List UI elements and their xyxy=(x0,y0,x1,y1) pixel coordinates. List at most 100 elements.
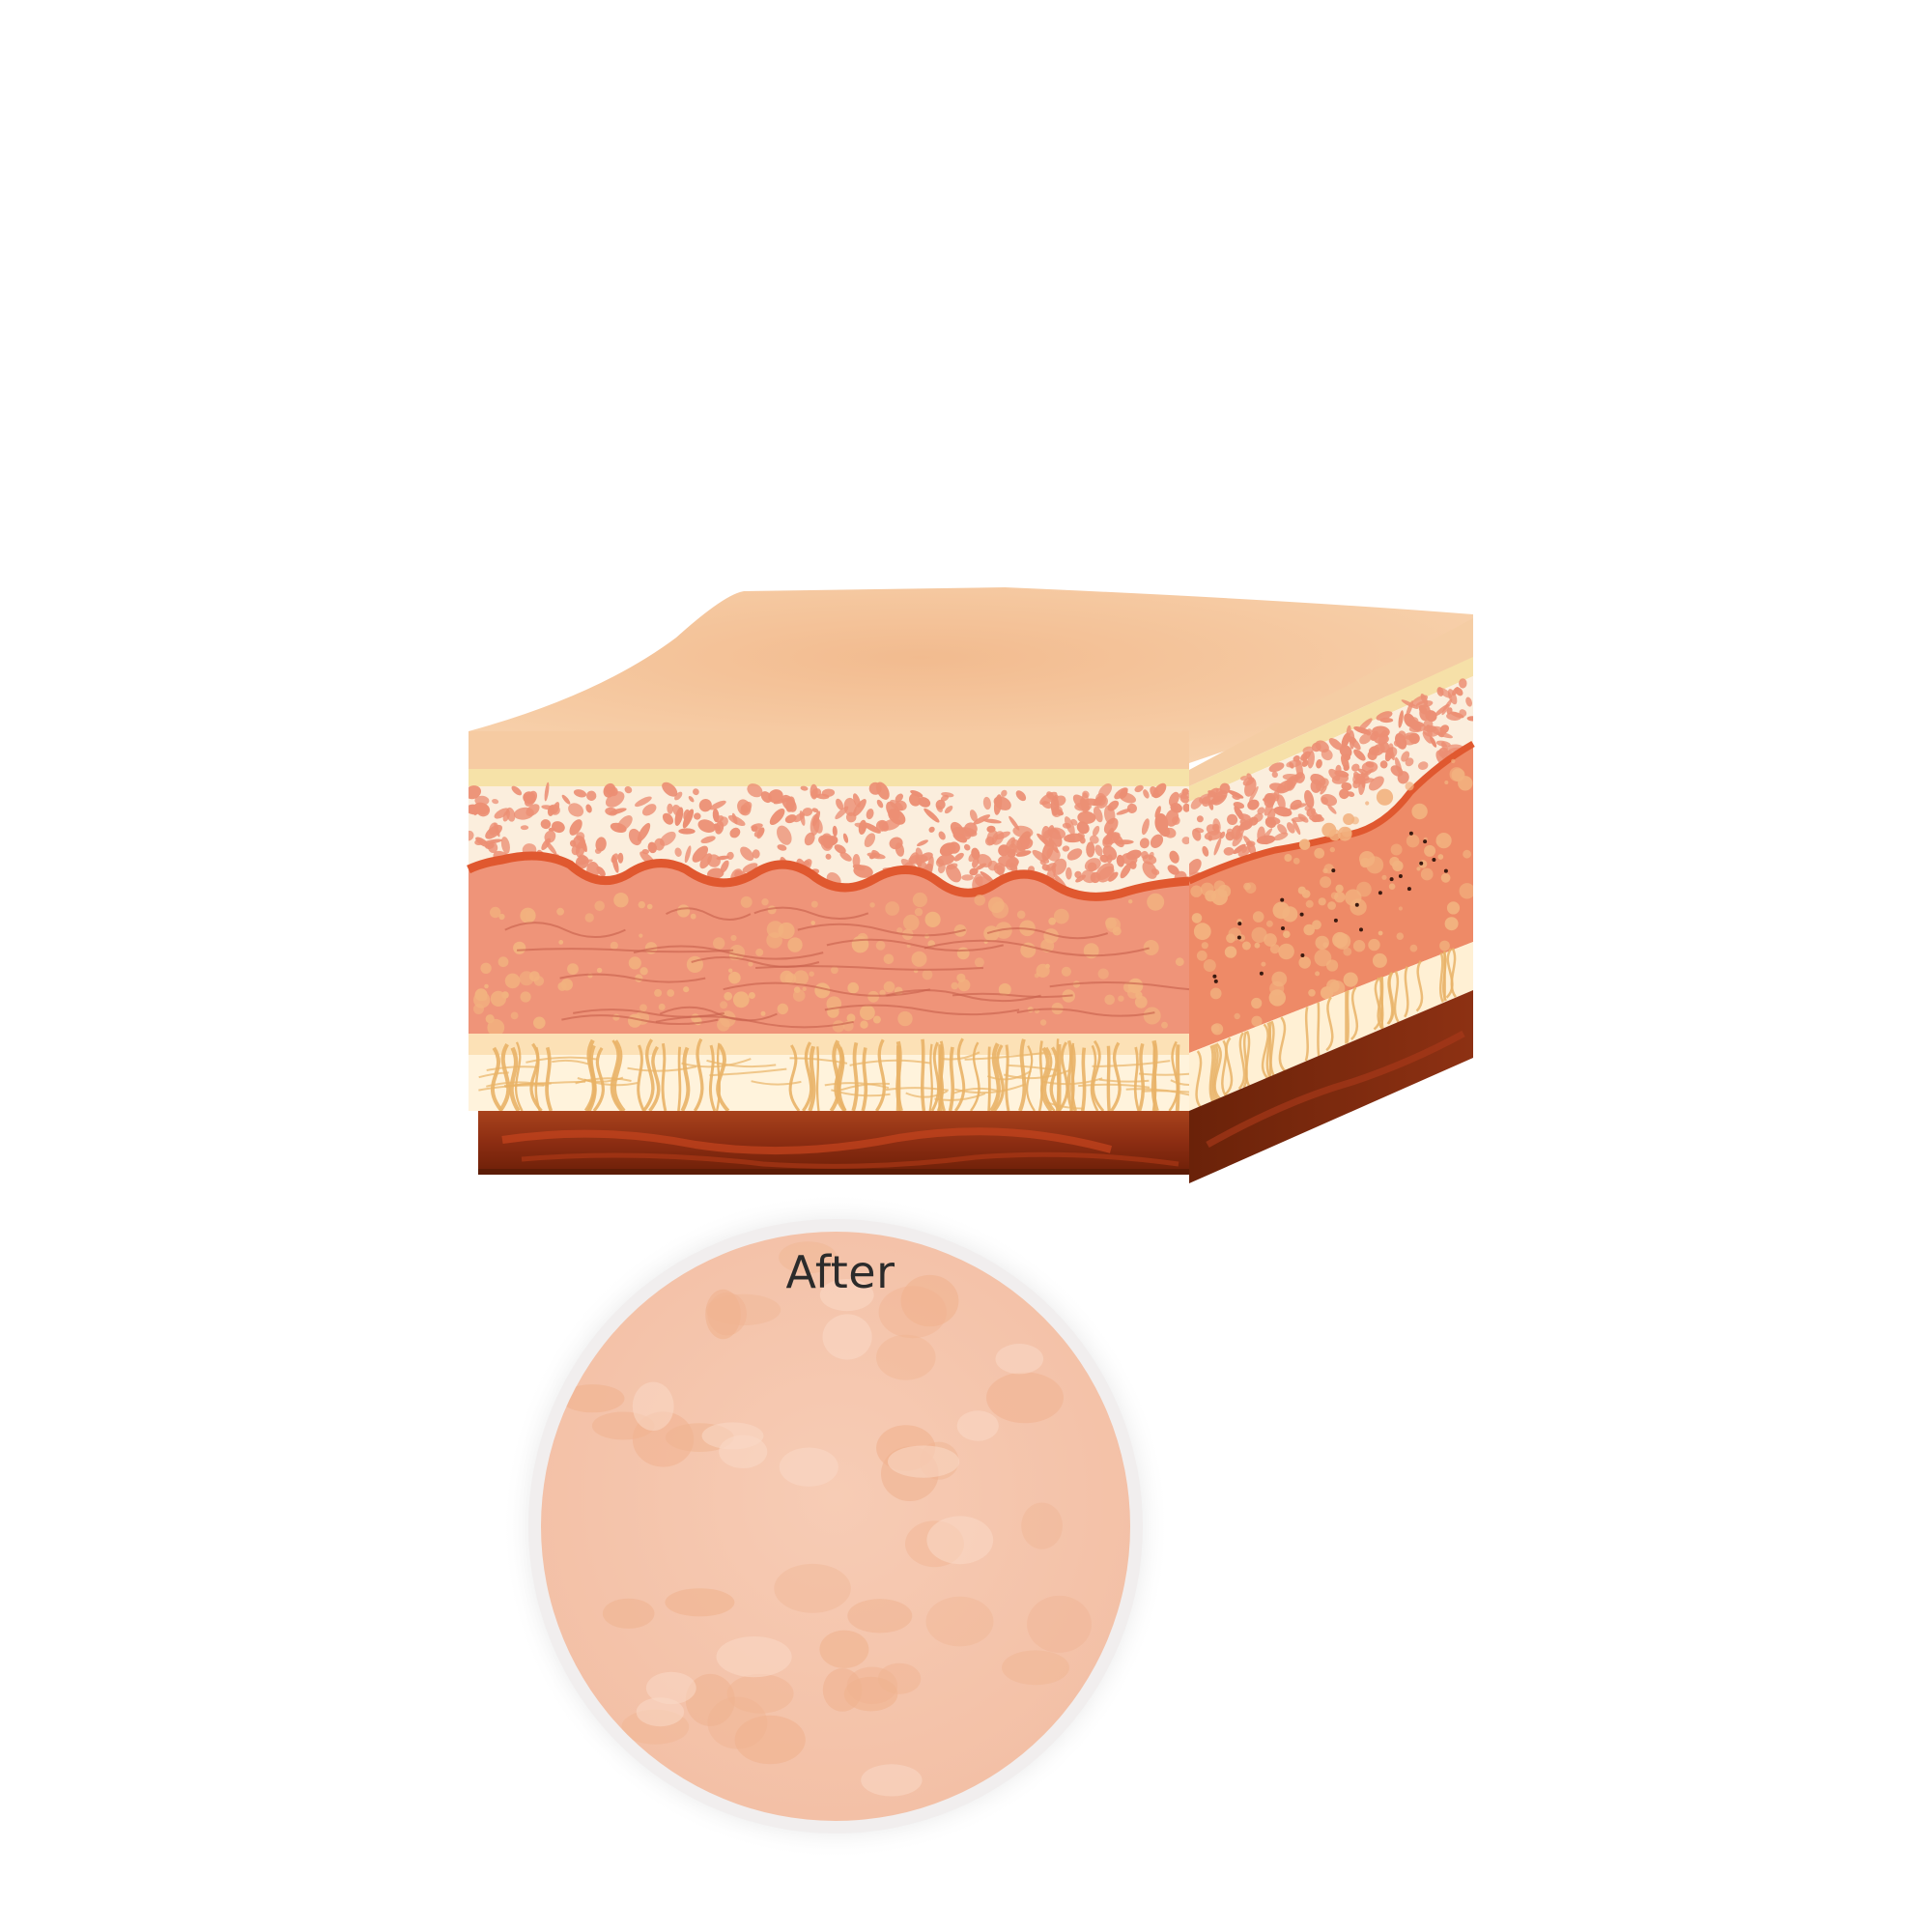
dermis-spot xyxy=(1409,944,1418,952)
dermis-spot xyxy=(1326,959,1339,972)
papillary-cell xyxy=(1043,830,1052,838)
papillary-cell xyxy=(918,797,931,808)
dermis-pore xyxy=(1408,831,1413,836)
papillary-cell xyxy=(747,783,763,798)
dermis-spot xyxy=(1449,767,1464,781)
dermis-spot xyxy=(515,945,525,953)
dermis-spot xyxy=(1320,876,1332,889)
skin-highlight xyxy=(636,1697,685,1727)
muscle-base-edge xyxy=(478,1169,1189,1175)
stratum-band-side xyxy=(1189,657,1473,802)
dermis-spot xyxy=(1376,788,1394,806)
fat-fibre xyxy=(993,1044,1005,1112)
dermis-spot xyxy=(686,955,704,974)
dermis-spot xyxy=(1278,943,1294,960)
dermis-spot xyxy=(1217,884,1232,898)
dermis-spot xyxy=(654,988,663,997)
dermis-spot xyxy=(1211,1023,1224,1036)
papillary-cell xyxy=(1257,826,1265,842)
papillary-cell xyxy=(520,825,529,831)
dermis-spot xyxy=(1105,917,1117,929)
papillary-cell xyxy=(1179,793,1189,804)
fat-fibre xyxy=(1441,951,1447,1002)
fat-fibre xyxy=(478,1071,509,1079)
dermis-pore xyxy=(1354,902,1359,907)
papillary-cell xyxy=(973,814,991,825)
dermis-spot xyxy=(1381,874,1387,880)
fat-fibre xyxy=(1041,1077,1103,1086)
fat-fibre xyxy=(1090,1044,1099,1112)
papillary-cell xyxy=(998,855,1019,867)
papillary-cell xyxy=(617,852,624,864)
dermis-spot xyxy=(1128,899,1133,904)
dermis-spot xyxy=(1350,898,1367,916)
papillary-cell xyxy=(895,842,905,857)
papillary-cell xyxy=(1012,825,1034,838)
papillary-cell xyxy=(1395,733,1407,750)
basement-membrane-front xyxy=(467,851,1190,901)
papillary-cell xyxy=(1234,806,1244,820)
papillary-cell xyxy=(869,852,877,860)
dermis-spot xyxy=(1039,1019,1047,1026)
dermis-spot xyxy=(792,989,806,1002)
fat-fibre xyxy=(497,1043,511,1113)
skin-spot xyxy=(876,1334,936,1380)
papillary-cells-side xyxy=(1189,678,1473,879)
fat-fibre xyxy=(802,1041,813,1112)
papillary-cell xyxy=(1379,742,1390,753)
fat-fibre xyxy=(831,1089,891,1097)
papillary-cell xyxy=(1253,812,1264,823)
dermis-spot xyxy=(998,982,1011,996)
papillary-cell xyxy=(1328,768,1341,781)
dermis-pore xyxy=(1443,868,1448,873)
papillary-cell xyxy=(1089,835,1099,844)
papillary-cell xyxy=(1053,873,1067,889)
papillary-cell xyxy=(1244,778,1257,797)
papillary-cell xyxy=(526,804,540,816)
dermis-spot xyxy=(728,971,741,984)
dermis-spot xyxy=(1446,901,1461,915)
dermis-spot xyxy=(1261,961,1266,967)
skin-highlight xyxy=(632,1381,674,1432)
dermis-pore xyxy=(1280,897,1285,902)
papillary-cell xyxy=(784,814,797,824)
dermis-spot xyxy=(1282,906,1298,923)
dermis-pore xyxy=(1281,926,1285,930)
papillary-cell xyxy=(1129,861,1137,869)
fat-fibre xyxy=(905,1090,948,1098)
fat-fibre xyxy=(849,1059,931,1066)
fat-fibre xyxy=(824,1082,890,1090)
dermis-spot xyxy=(761,898,769,906)
skin-spot xyxy=(843,1676,898,1712)
fat-fibre xyxy=(1304,1006,1309,1062)
papillary-cell xyxy=(1141,818,1150,836)
papillary-cell xyxy=(1277,824,1288,835)
dermis-spot xyxy=(897,1010,913,1027)
papillary-cell xyxy=(678,828,696,835)
dermis-spot xyxy=(1303,923,1315,936)
papillary-cell xyxy=(980,871,994,883)
dermis-spot xyxy=(1459,883,1473,899)
papillary-cell xyxy=(1417,761,1429,770)
dermis-spot xyxy=(883,980,895,993)
dermis-spot xyxy=(1196,950,1208,961)
collagen-fibre xyxy=(517,948,734,953)
dermis-pore xyxy=(1299,912,1304,917)
dermis-spot xyxy=(1398,906,1403,911)
dermis-pore xyxy=(1398,874,1403,878)
dermis-spot xyxy=(504,973,521,989)
dermis-spot xyxy=(610,941,618,950)
dermis-spot xyxy=(1298,956,1311,969)
papillary-cell xyxy=(1405,757,1414,767)
dermis-spot xyxy=(1271,971,1288,987)
papillary-cell xyxy=(756,827,765,839)
fat-fibre xyxy=(577,1076,624,1083)
dermis-spot xyxy=(594,900,605,912)
papillary-cell xyxy=(1143,789,1150,799)
papillary-cell xyxy=(843,797,857,816)
papillary-cell xyxy=(1084,798,1102,807)
papillary-cell xyxy=(822,836,834,849)
dermis-spot xyxy=(1388,883,1396,890)
dermis-spot xyxy=(567,963,579,975)
collagen-fibre xyxy=(561,1014,719,1026)
